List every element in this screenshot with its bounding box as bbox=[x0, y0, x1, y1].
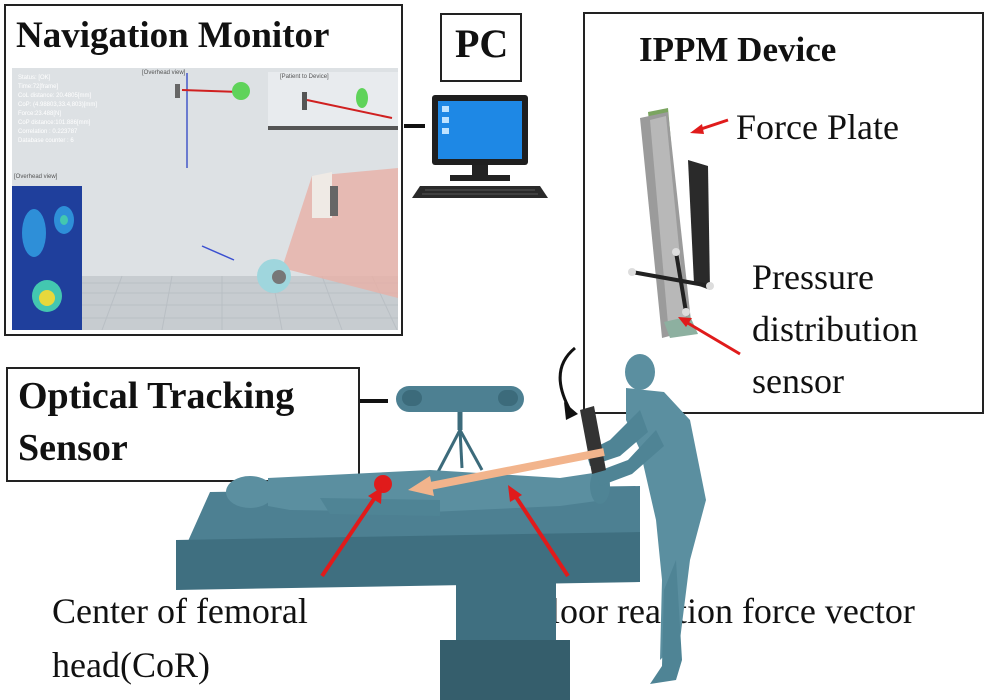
pressure-label-line2: distribution bbox=[752, 309, 919, 349]
navigation-screen-graphics bbox=[12, 68, 398, 330]
pressure-label-line3: sensor bbox=[752, 361, 844, 401]
optical-tracking-title-line1: Optical Tracking bbox=[18, 375, 295, 417]
status-line: Database counter : 6 bbox=[18, 138, 74, 144]
cor-label-line2: head(CoR) bbox=[52, 645, 210, 685]
force-plate-label: Force Plate bbox=[736, 107, 899, 147]
ippm-device-title: IPPM Device bbox=[639, 30, 837, 69]
overhead-view-label: [Overhead view] bbox=[142, 70, 186, 76]
overhead-view-label-2: [Overhead view] bbox=[14, 174, 58, 180]
cor-label-line1: Center of femoral bbox=[52, 591, 308, 631]
status-line: CoP distance:101.886[mm] bbox=[18, 120, 91, 126]
status-line: Status: [OK] bbox=[18, 75, 51, 81]
patient-view-label: [Patient to Device] bbox=[280, 74, 329, 80]
status-line: Time:72[frame] bbox=[18, 84, 59, 90]
status-line: CoP: (4.98803,33.4,803)[mm] bbox=[18, 102, 98, 108]
status-line: Correlation : 0.223787 bbox=[18, 129, 78, 135]
ippm-device-panel bbox=[583, 12, 984, 414]
status-readout: Status: [OK] Time:72[frame] CoL distance… bbox=[18, 74, 97, 146]
computer-icon bbox=[412, 95, 548, 198]
floor-reaction-label: Floor reaction force vector bbox=[530, 591, 915, 631]
navigation-monitor-title: Navigation Monitor bbox=[16, 15, 330, 56]
status-line: Force:23.488[N] bbox=[18, 111, 62, 117]
optical-tracking-sensor-panel bbox=[6, 367, 360, 482]
optical-tracking-camera bbox=[396, 386, 524, 473]
optical-tracking-title-line2: Sensor bbox=[18, 427, 128, 469]
status-line: CoL distance: 20.4805[mm] bbox=[18, 93, 92, 99]
pc-title: PC bbox=[455, 21, 509, 66]
navigation-screen: [Overhead view] [Patient to Device] [Ove… bbox=[12, 68, 398, 330]
pressure-label-line1: Pressure bbox=[752, 257, 874, 297]
pc-panel bbox=[440, 13, 522, 82]
